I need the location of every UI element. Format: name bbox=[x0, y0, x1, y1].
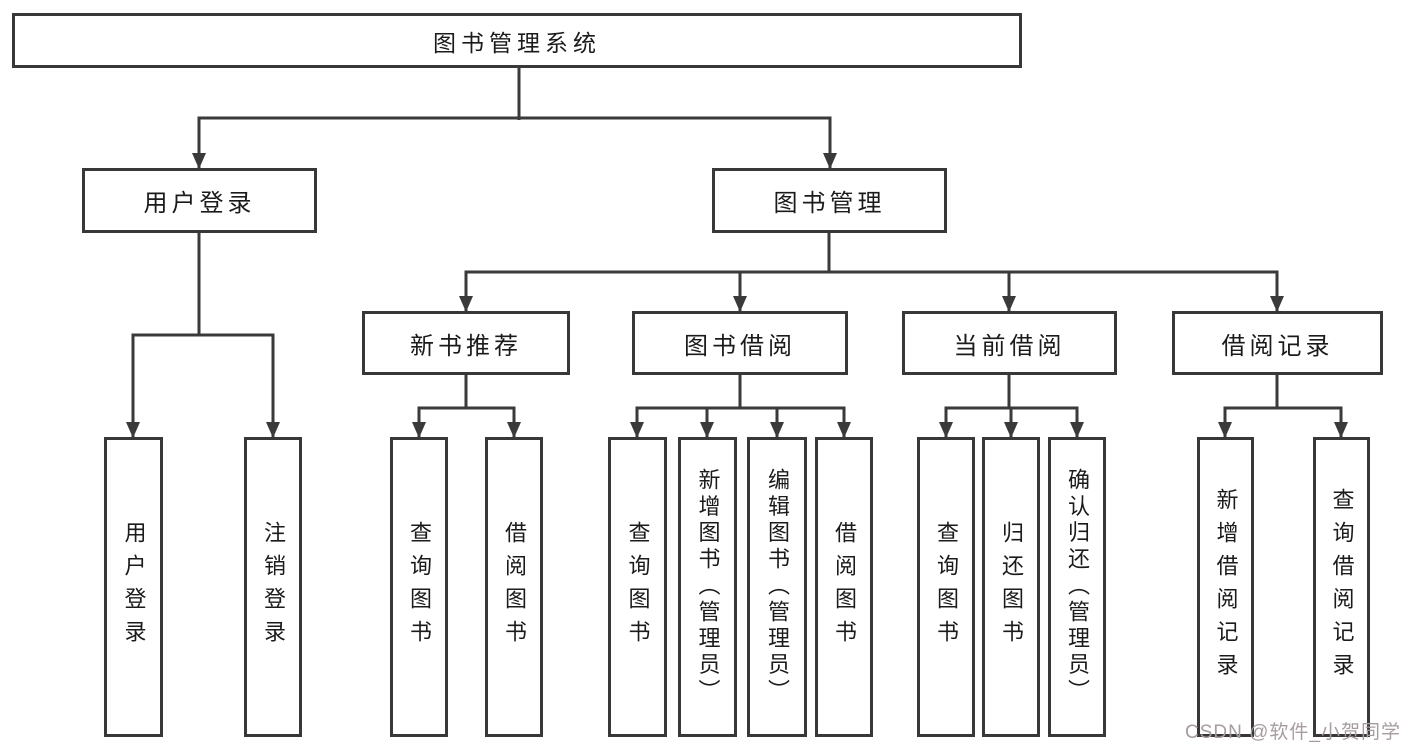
node-book-borrow: 图书借阅 bbox=[632, 311, 848, 375]
leaf-query-books-recommend: 查询图书 bbox=[390, 437, 448, 737]
leaf-logout: 注销登录 bbox=[244, 437, 302, 737]
watermark: CSDN @软件_小贺同学 bbox=[1185, 722, 1401, 743]
node-borrow-records: 借阅记录 bbox=[1172, 311, 1383, 375]
leaf-borrow-books-recommend: 借阅图书 bbox=[485, 437, 543, 737]
leaf-add-borrow-record: 新增借阅记录 bbox=[1197, 437, 1254, 737]
node-root: 图书管理系统 bbox=[12, 13, 1022, 68]
node-new-book-recommend: 新书推荐 bbox=[362, 311, 570, 375]
leaf-edit-book-admin: 编辑图书（管理员） bbox=[747, 437, 807, 737]
leaf-add-book-admin: 新增图书（管理员） bbox=[678, 437, 737, 737]
leaf-query-books-current: 查询图书 bbox=[917, 437, 975, 737]
leaf-query-borrow-record: 查询借阅记录 bbox=[1313, 437, 1370, 737]
leaf-query-books-borrow: 查询图书 bbox=[608, 437, 667, 737]
leaf-borrow-books: 借阅图书 bbox=[815, 437, 873, 737]
node-current-borrow: 当前借阅 bbox=[902, 311, 1117, 375]
leaf-user-login: 用户登录 bbox=[104, 437, 163, 737]
node-user-login: 用户登录 bbox=[82, 168, 317, 233]
leaf-confirm-return-admin: 确认归还（管理员） bbox=[1048, 437, 1106, 737]
node-book-management: 图书管理 bbox=[712, 168, 947, 233]
leaf-return-books: 归还图书 bbox=[982, 437, 1040, 737]
